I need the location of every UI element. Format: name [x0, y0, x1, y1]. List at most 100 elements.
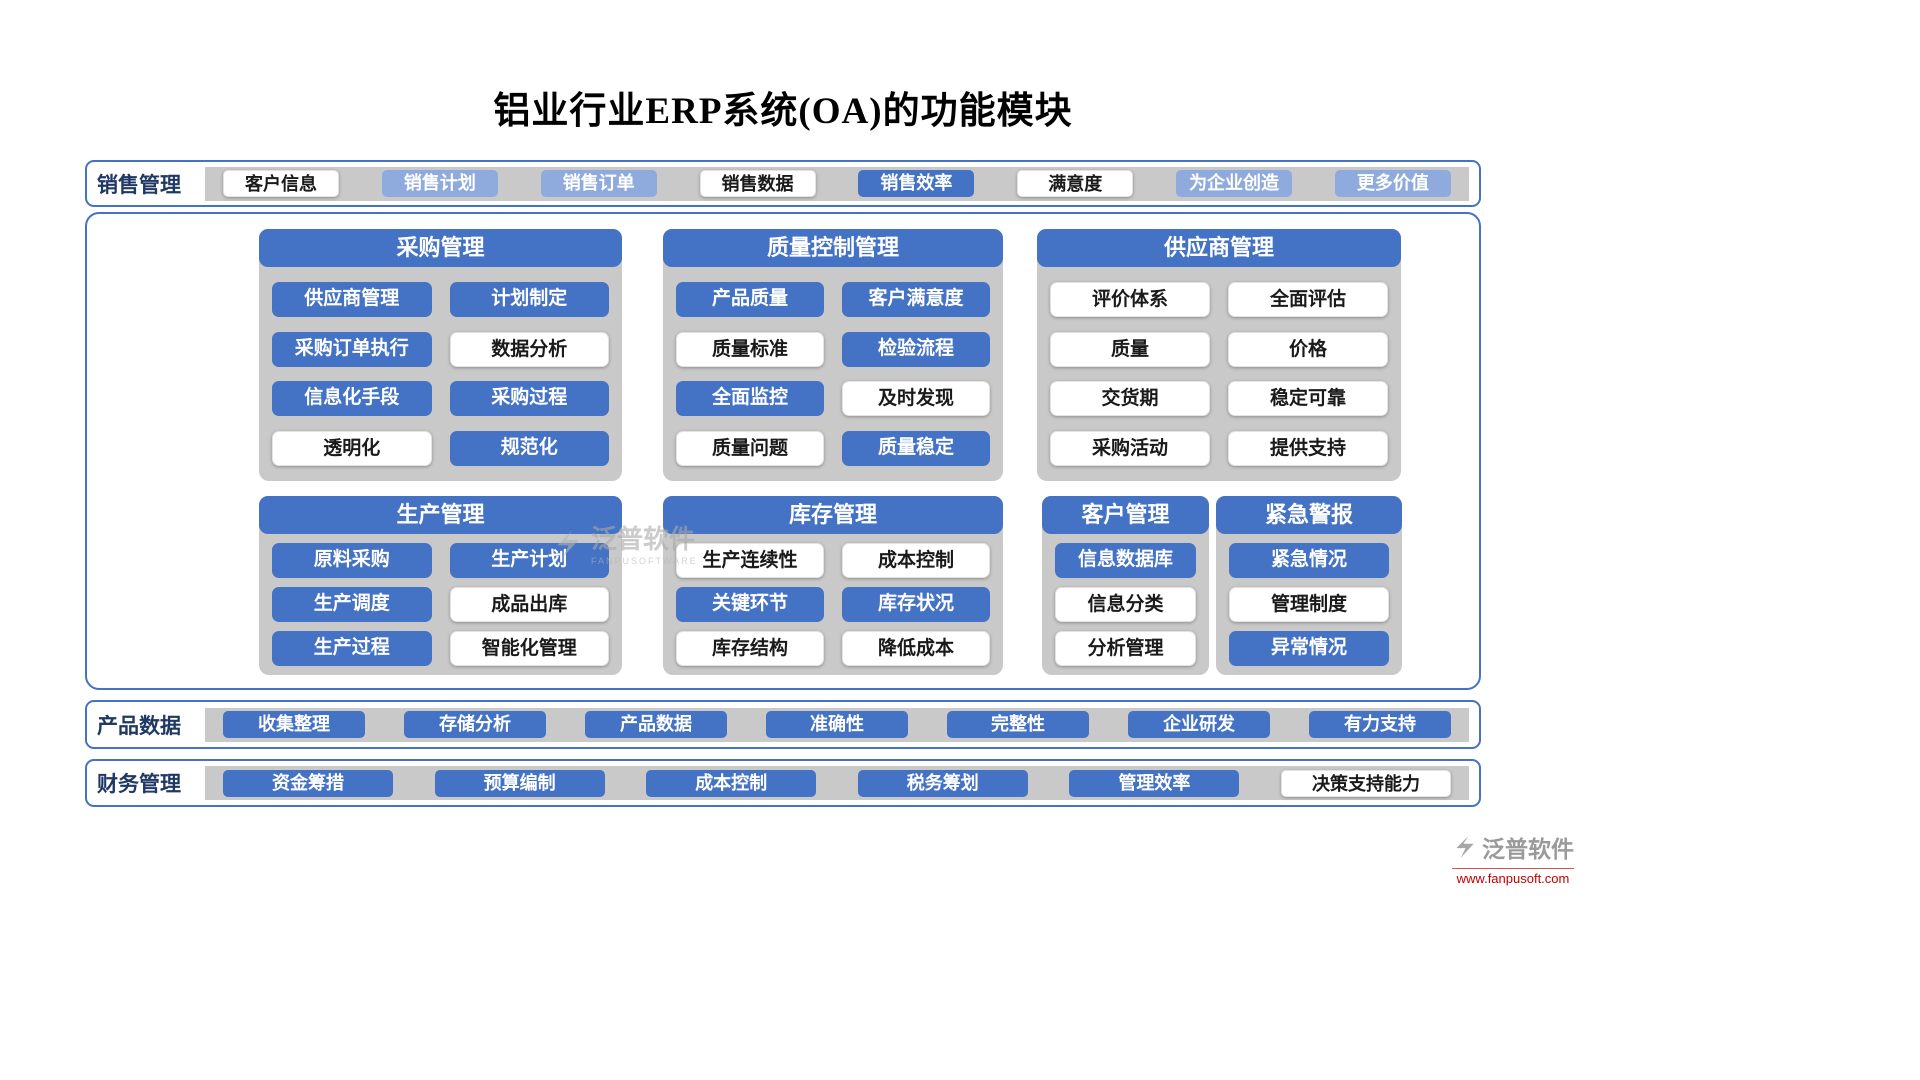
card-procurement-box: 规范化 — [449, 431, 609, 467]
card-supplier-box: 采购活动 — [1050, 431, 1210, 467]
card-supplier-box: 价格 — [1228, 331, 1388, 367]
finance-strip-box: 资金筹措 — [223, 769, 393, 797]
card-procurement-box: 采购订单执行 — [272, 331, 432, 367]
card-inventory-box: 库存状况 — [842, 587, 990, 622]
card-customer-header: 客户管理 — [1042, 496, 1209, 534]
card-supplier: 供应商管理评价体系全面评估质量价格交货期稳定可靠采购活动提供支持 — [1037, 229, 1401, 481]
sales-strip-box: 客户信息 — [223, 170, 339, 197]
card-procurement-box: 供应商管理 — [272, 281, 432, 317]
sales-strip-label: 销售管理 — [97, 172, 181, 197]
card-inventory-header: 库存管理 — [663, 496, 1003, 534]
product-strip-box: 企业研发 — [1128, 711, 1270, 738]
card-production: 生产管理原料采购生产计划生产调度成品出库生产过程智能化管理 — [259, 496, 622, 675]
watermark-url: www.fanpusoft.com — [1452, 868, 1574, 886]
card-supplier-box: 质量 — [1050, 331, 1210, 367]
card-inventory-box: 关键环节 — [676, 587, 824, 622]
card-alert-box: 异常情况 — [1229, 631, 1389, 666]
card-alert-box: 紧急情况 — [1229, 543, 1389, 578]
card-customer-box: 信息数据库 — [1055, 543, 1196, 578]
card-quality-box: 质量稳定 — [842, 431, 990, 467]
card-supplier-box: 评价体系 — [1050, 281, 1210, 317]
finance-strip-box: 管理效率 — [1069, 769, 1240, 797]
card-customer-body: 信息数据库信息分类分析管理 — [1042, 534, 1209, 675]
sales-strip-box: 销售订单 — [540, 170, 657, 197]
watermark-brand-text: 泛普软件 — [1482, 837, 1574, 862]
card-supplier-box: 稳定可靠 — [1228, 381, 1388, 417]
card-procurement-box: 数据分析 — [449, 331, 609, 367]
card-inventory-box: 生产连续性 — [676, 543, 824, 578]
finance-management-strip: 财务管理 资金筹措 预算编制 成本控制 税务筹划 管理效率 决策支持能力 — [85, 759, 1481, 807]
card-procurement-header: 采购管理 — [259, 229, 622, 267]
watermark-center: 泛普软件 FANPUSOFTWARE — [552, 527, 698, 566]
product-data-strip: 产品数据 收集整理存储分析产品数据准确性完整性企业研发有力支持 — [85, 700, 1481, 749]
card-quality-box: 产品质量 — [676, 281, 824, 317]
card-production-body: 原料采购生产计划生产调度成品出库生产过程智能化管理 — [259, 534, 622, 675]
card-supplier-box: 提供支持 — [1228, 431, 1388, 467]
sales-strip-track: 客户信息销售计划销售订单销售数据销售效率满意度为企业创造更多价值 — [205, 166, 1469, 201]
card-procurement-box: 信息化手段 — [272, 381, 432, 417]
card-quality: 质量控制管理产品质量客户满意度质量标准检验流程全面监控及时发现质量问题质量稳定 — [663, 229, 1003, 481]
product-strip-box: 完整性 — [947, 711, 1089, 738]
card-production-box: 生产调度 — [272, 587, 432, 622]
card-customer: 客户管理信息数据库信息分类分析管理 — [1042, 496, 1209, 675]
watermark-brand-text: 泛普软件 — [591, 525, 696, 554]
modules-panel: 采购管理供应商管理计划制定采购订单执行数据分析信息化手段采购过程透明化规范化质量… — [85, 212, 1481, 690]
card-quality-box: 客户满意度 — [842, 281, 990, 317]
card-quality-box: 质量问题 — [676, 431, 824, 467]
finance-strip-box: 决策支持能力 — [1280, 769, 1451, 797]
page-title: 铝业行业ERP系统(OA)的功能模块 — [493, 91, 1073, 132]
card-production-box: 成品出库 — [449, 587, 609, 622]
card-production-box: 智能化管理 — [449, 631, 609, 666]
fanpu-logo-icon — [1452, 834, 1478, 865]
sales-strip-box: 满意度 — [1017, 170, 1134, 197]
card-supplier-box: 全面评估 — [1228, 281, 1388, 317]
finance-strip-box: 预算编制 — [434, 769, 605, 797]
card-quality-box: 及时发现 — [842, 381, 990, 417]
card-alert-body: 紧急情况管理制度异常情况 — [1216, 534, 1402, 675]
card-inventory-body: 生产连续性成本控制关键环节库存状况库存结构降低成本 — [663, 534, 1003, 675]
card-procurement-box: 透明化 — [272, 431, 432, 467]
card-supplier-header: 供应商管理 — [1037, 229, 1401, 267]
card-procurement-box: 采购过程 — [449, 381, 609, 417]
sales-strip-box: 销售效率 — [858, 170, 975, 197]
card-customer-box: 信息分类 — [1055, 587, 1196, 622]
card-customer-box: 分析管理 — [1055, 631, 1196, 666]
product-strip-box: 收集整理 — [223, 711, 365, 738]
fanpu-logo-icon — [552, 528, 584, 565]
card-production-box: 生产过程 — [272, 631, 432, 666]
card-production-box: 原料采购 — [272, 543, 432, 578]
card-alert-box: 管理制度 — [1229, 587, 1389, 622]
product-strip-track: 收集整理存储分析产品数据准确性完整性企业研发有力支持 — [205, 707, 1469, 742]
card-inventory-box: 成本控制 — [842, 543, 990, 578]
sales-strip-box: 销售计划 — [381, 170, 498, 197]
finance-strip-box: 成本控制 — [646, 769, 817, 797]
watermark-brand-sub: FANPUSOFTWARE — [591, 556, 698, 566]
finance-strip-box: 税务筹划 — [857, 769, 1028, 797]
card-quality-box: 全面监控 — [676, 381, 824, 417]
card-quality-box: 检验流程 — [842, 331, 990, 367]
product-strip-box: 准确性 — [766, 711, 908, 738]
card-alert: 紧急警报紧急情况管理制度异常情况 — [1216, 496, 1402, 675]
card-inventory: 库存管理生产连续性成本控制关键环节库存状况库存结构降低成本 — [663, 496, 1003, 675]
card-alert-header: 紧急警报 — [1216, 496, 1402, 534]
card-inventory-box: 库存结构 — [676, 631, 824, 666]
card-procurement-box: 计划制定 — [449, 281, 609, 317]
finance-strip-track: 资金筹措 预算编制 成本控制 税务筹划 管理效率 决策支持能力 — [205, 766, 1469, 800]
card-quality-body: 产品质量客户满意度质量标准检验流程全面监控及时发现质量问题质量稳定 — [663, 267, 1003, 481]
card-production-box: 生产计划 — [449, 543, 609, 578]
card-supplier-body: 评价体系全面评估质量价格交货期稳定可靠采购活动提供支持 — [1037, 267, 1401, 481]
product-strip-box: 产品数据 — [585, 711, 727, 738]
card-quality-box: 质量标准 — [676, 331, 824, 367]
product-strip-label: 产品数据 — [97, 713, 181, 738]
sales-strip-box: 更多价值 — [1334, 170, 1451, 197]
card-procurement-body: 供应商管理计划制定采购订单执行数据分析信息化手段采购过程透明化规范化 — [259, 267, 622, 481]
card-supplier-box: 交货期 — [1050, 381, 1210, 417]
finance-strip-label: 财务管理 — [97, 772, 181, 796]
product-strip-box: 有力支持 — [1309, 711, 1451, 738]
card-quality-header: 质量控制管理 — [663, 229, 1003, 267]
sales-strip-box: 为企业创造 — [1176, 170, 1293, 197]
card-inventory-box: 降低成本 — [842, 631, 990, 666]
card-production-header: 生产管理 — [259, 496, 622, 534]
card-procurement: 采购管理供应商管理计划制定采购订单执行数据分析信息化手段采购过程透明化规范化 — [259, 229, 622, 481]
watermark-bottom-right: 泛普软件 www.fanpusoft.com — [1452, 834, 1574, 886]
